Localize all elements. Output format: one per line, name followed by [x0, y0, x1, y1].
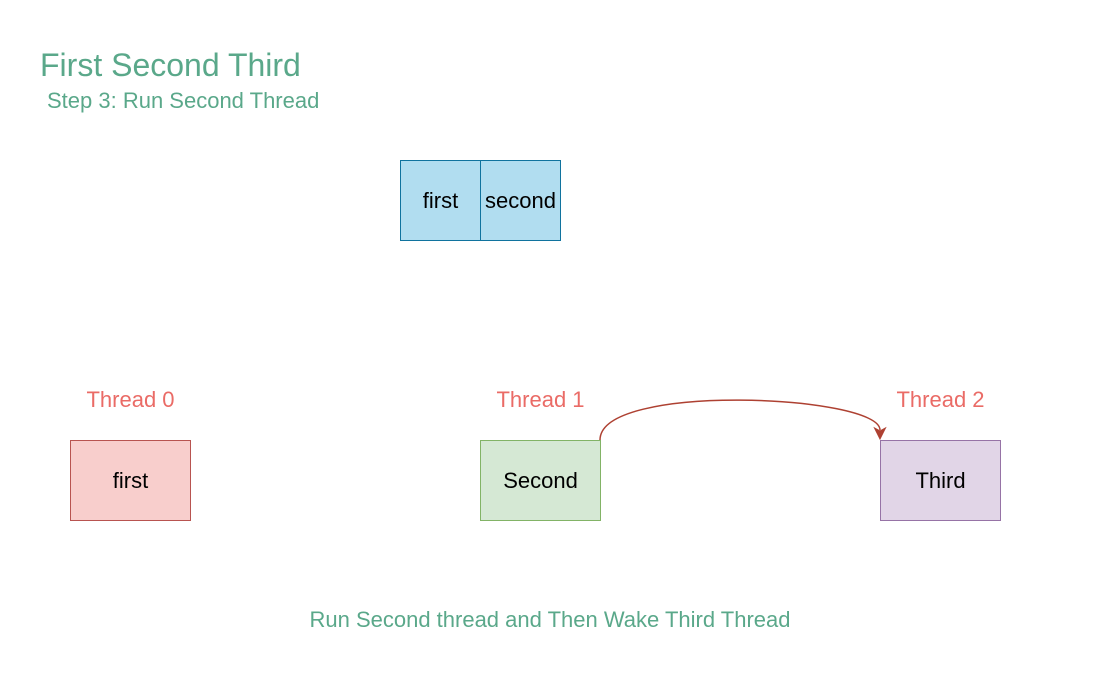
thread-box-label: Third: [915, 467, 966, 493]
thread-box-label: first: [112, 467, 149, 493]
wake-arrow-path: [599, 399, 881, 441]
queue-cell-first: first: [400, 160, 481, 241]
step-subtitle: Step 3: Run Second Thread: [47, 88, 320, 113]
thread-2-label: Thread 2: [896, 387, 985, 412]
queue-cell-label: second: [485, 187, 556, 213]
diagram-title: First Second Third: [40, 47, 301, 83]
thread-2-box: Third: [880, 440, 1001, 521]
thread-0-label: Thread 0: [86, 387, 175, 412]
queue-cell-second: second: [480, 160, 561, 241]
thread-box-label: Second: [503, 467, 578, 493]
thread-1-box: Second: [480, 440, 601, 521]
step-caption: Run Second thread and Then Wake Third Th…: [309, 607, 791, 632]
thread-0-box: first: [70, 440, 191, 521]
wake-arrow-head: [873, 426, 887, 441]
queue-cell-label: first: [422, 187, 459, 213]
thread-1-label: Thread 1: [496, 387, 585, 412]
